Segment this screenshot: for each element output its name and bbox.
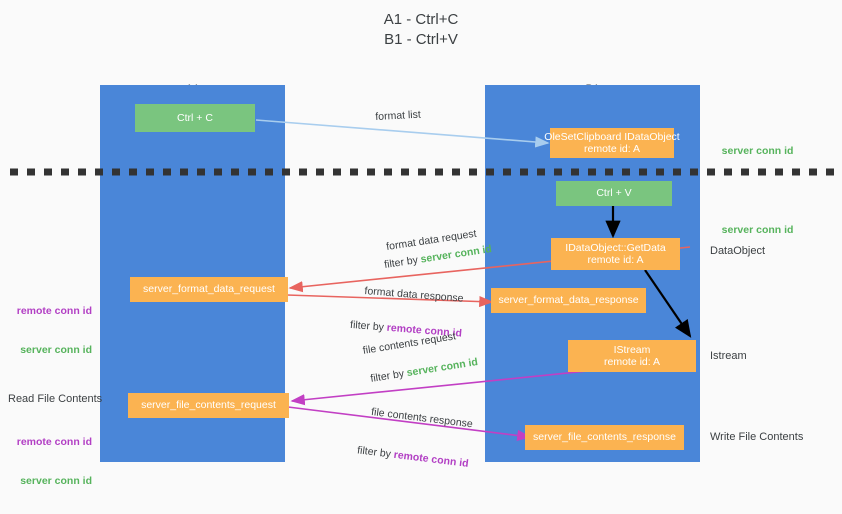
label-format-data-response: format data response xyxy=(364,285,464,305)
box-istream-label: IStream remote id: A xyxy=(603,343,661,369)
box-ctrl-v[interactable]: Ctrl + V xyxy=(556,181,672,206)
filter-value-server-conn-id: server conn id xyxy=(405,356,479,380)
box-idataobject-getdata[interactable]: IDataObject::GetData remote id: A xyxy=(551,238,680,270)
label-file-contents-response-filter: filter by remote conn id xyxy=(343,430,471,484)
title-line-2: B1 - Ctrl+V xyxy=(384,31,458,48)
left-label-read-file-contents: Read File Contents xyxy=(8,393,103,405)
box-server-format-data-request[interactable]: server_format_data_request xyxy=(130,277,288,302)
right-label-server-conn-id-top-text: server conn id xyxy=(721,145,794,157)
left-label-server-conn-id-2: server conn id xyxy=(20,475,92,487)
right-label-istream: Istream xyxy=(710,350,747,362)
box-istream[interactable]: IStream remote id: A xyxy=(568,340,696,372)
filter-prefix: filter by xyxy=(349,318,388,334)
right-label-data-object: DataObject xyxy=(710,245,766,257)
box-server-file-contents-request[interactable]: server_file_contents_request xyxy=(128,393,289,418)
title-line-1: A1 - Ctrl+C xyxy=(383,11,459,28)
filter-value-server-conn-id: server conn id xyxy=(419,243,493,266)
box-ctrl-c[interactable]: Ctrl + C xyxy=(135,104,255,132)
right-label-server-conn-id-mid: server conn id xyxy=(710,211,794,250)
right-label-server-conn-id-mid-text: server conn id xyxy=(721,224,794,236)
left-label-conn-ids-1: remote conn id server conn id xyxy=(10,279,92,383)
left-label-remote-conn-id-1: remote conn id xyxy=(16,305,92,317)
filter-prefix: filter by xyxy=(383,253,422,272)
left-label-conn-ids-2: remote conn id server conn id xyxy=(10,410,92,514)
filter-prefix: filter by xyxy=(369,367,408,385)
left-label-server-conn-id-1: server conn id xyxy=(20,344,92,356)
filter-prefix: filter by xyxy=(356,444,395,461)
right-label-server-conn-id-top: server conn id xyxy=(710,132,794,171)
diagram-canvas: A1 - Ctrl+CB1 - Ctrl+V A1 remote B1 conn… xyxy=(0,10,842,487)
label-file-contents-response: file contents response xyxy=(370,406,474,431)
filter-value-remote-conn-id: remote conn id xyxy=(393,448,470,470)
left-label-remote-conn-id-2: remote conn id xyxy=(16,436,92,448)
box-ole-set-clipboard[interactable]: OleSetClipboard IDataObject remote id: A xyxy=(544,128,680,158)
page-title: A1 - Ctrl+C B1 - Ctrl+V xyxy=(0,10,842,50)
label-format-list: format list xyxy=(375,108,422,123)
box-server-file-contents-response[interactable]: server_file_contents_response xyxy=(525,425,684,450)
right-label-write-file-contents: Write File Contents xyxy=(710,431,804,443)
box-server-format-data-response[interactable]: server_format_data_response xyxy=(491,288,646,313)
